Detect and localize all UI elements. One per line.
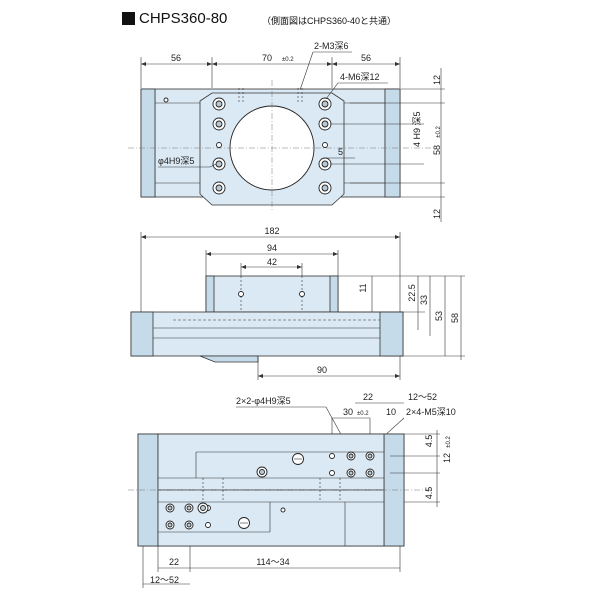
top-label-h9-v: 4 H9 深5 (412, 111, 422, 147)
m6-hole (318, 97, 332, 111)
screw-head (292, 453, 304, 465)
side-dim-22-5: 22.5 (407, 284, 417, 302)
top-dim-left: 56 (171, 53, 181, 63)
top-dim-middle-tol: ±0.2 (282, 57, 294, 63)
h9-hole (212, 117, 226, 131)
bottom-dim-22-top: 22 (363, 392, 373, 402)
bottom-dim-10: 10 (386, 407, 396, 417)
m6-hole (212, 97, 226, 111)
screw-head (256, 466, 268, 478)
m6-hole (212, 181, 226, 195)
bottom-dim-30-tol: ±0.2 (357, 411, 369, 417)
m5-hole (184, 520, 194, 530)
bottom-label-h9: 2×2-φ4H9深5 (236, 396, 291, 406)
m5-hole (165, 520, 175, 530)
side-dim-33: 33 (419, 295, 429, 305)
h9-hole (212, 157, 226, 171)
bottom-dim-12-52-bottom: 12～52 (150, 575, 179, 585)
bottom-dim-4-5-bottom: 4.5 (424, 487, 434, 500)
drawing-title: CHPS360-80 (122, 10, 227, 27)
drawing-note: （側面図はCHPS360-40と共通） (262, 16, 397, 26)
top-dim-right: 56 (361, 53, 371, 63)
h9-hole (329, 470, 335, 476)
top-view: 56 70 ±0.2 56 2-M3深6 (128, 41, 445, 222)
bottom-dim-12-52-top: 12～52 (408, 392, 437, 402)
side-dim-42: 42 (267, 257, 277, 267)
bottom-dim-12-r-tol: ±0.2 (446, 436, 452, 448)
bottom-dim-4-5-top: 4.5 (424, 435, 434, 448)
side-dim-182: 182 (264, 226, 279, 236)
m5-hole (346, 451, 356, 461)
side-dim-90: 90 (317, 365, 327, 375)
top-label-m3: 2-M3深6 (314, 41, 349, 51)
title-square-icon (122, 12, 135, 25)
top-dim-58: 58 (432, 145, 442, 155)
m6-hole (318, 181, 332, 195)
top-dim-58-tol: ±0.2 (436, 126, 442, 138)
h9-hole (318, 117, 332, 131)
bottom-dim-22-bottom: 22 (169, 557, 179, 567)
top-dim-5: 5 (338, 147, 343, 157)
h9-hole (205, 522, 211, 528)
bottom-view: 2×2-φ4H9深5 22 12～52 30 ±0.2 10 2×4-M5深10 (128, 392, 456, 588)
screw-head (238, 517, 250, 529)
side-body (130, 311, 404, 357)
model-name: CHPS360-80 (139, 10, 228, 27)
bottom-dim-30: 30 (343, 407, 353, 417)
top-dim-12-bottom: 12 (432, 209, 442, 219)
side-view: 182 94 42 11 (130, 226, 465, 380)
m5-hole (365, 468, 375, 478)
bottom-dim-114-34: 114～34 (256, 557, 289, 567)
side-plate (205, 275, 339, 313)
side-dim-11: 11 (358, 283, 368, 292)
m5-hole (165, 503, 175, 513)
screw-head (197, 502, 209, 514)
m5-hole (184, 503, 194, 513)
h9-hole (318, 157, 332, 171)
top-dim-middle: 70 (262, 53, 272, 63)
top-dim-12-top: 12 (432, 75, 442, 85)
h9-hole (329, 453, 335, 459)
m5-hole (365, 451, 375, 461)
top-label-h9-hole: φ4H9深5 (158, 156, 194, 166)
m5-hole (346, 468, 356, 478)
bottom-dim-12-r: 12 (442, 453, 452, 463)
side-dim-94: 94 (267, 243, 277, 253)
top-label-m6: 4-M6深12 (340, 72, 380, 82)
side-dim-53: 53 (434, 311, 444, 321)
side-dim-58: 58 (450, 313, 460, 323)
bottom-label-m5: 2×4-M5深10 (406, 407, 456, 417)
